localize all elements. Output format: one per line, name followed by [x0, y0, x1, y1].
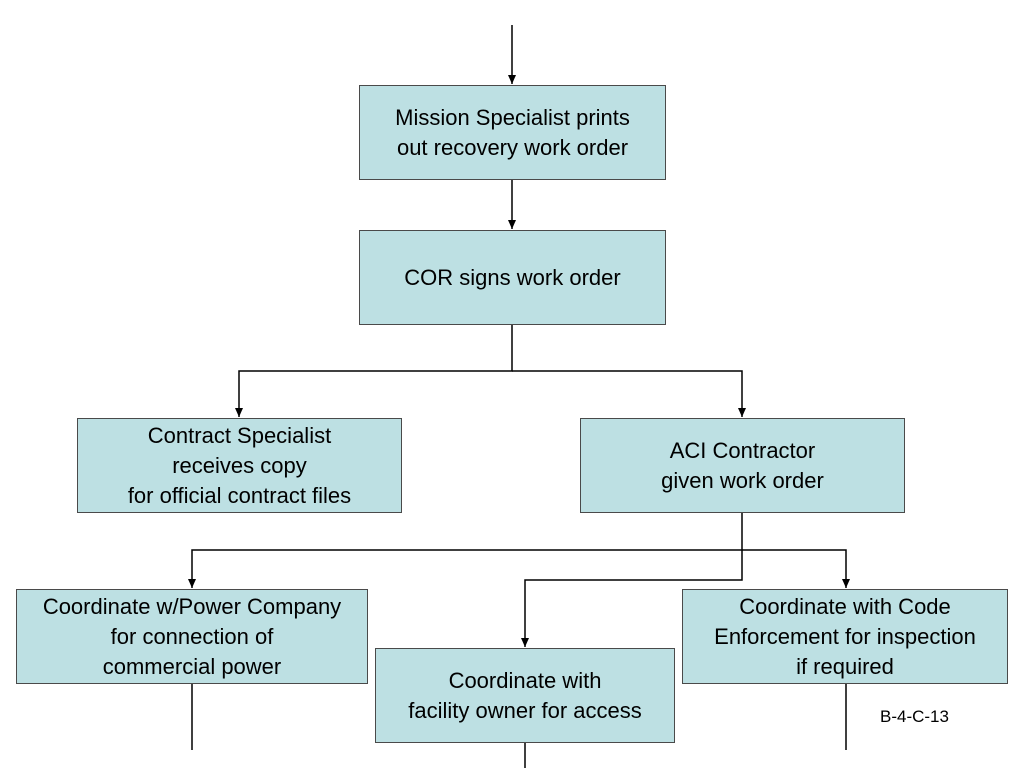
node-aci-contractor: ACI Contractor given work order — [580, 418, 905, 513]
arrow-cor-to-contract — [235, 325, 513, 417]
arrow-cor-to-aci — [512, 370, 746, 417]
node-power-company-label: Coordinate w/Power Company for connectio… — [42, 593, 342, 679]
node-mission-specialist-label: Mission Specialist prints out recovery w… — [395, 104, 630, 160]
node-cor-signs: COR signs work order — [359, 230, 666, 325]
node-facility-owner: Coordinate with facility owner for acces… — [375, 648, 675, 743]
node-facility-owner-label: Coordinate with facility owner for acces… — [408, 667, 642, 723]
arrow-aci-to-facility — [521, 550, 743, 647]
node-contract-specialist-label: Contract Specialist receives copy for of… — [127, 422, 352, 508]
node-power-company: Coordinate w/Power Company for connectio… — [16, 589, 368, 684]
node-aci-contractor-label: ACI Contractor given work order — [661, 437, 824, 493]
arrow-aci-to-code — [742, 549, 850, 588]
node-code-enforcement: Coordinate with Code Enforcement for ins… — [682, 589, 1008, 684]
node-cor-signs-label: COR signs work order — [404, 264, 621, 290]
node-mission-specialist: Mission Specialist prints out recovery w… — [359, 85, 666, 180]
node-contract-specialist: Contract Specialist receives copy for of… — [77, 418, 402, 513]
node-code-enforcement-label: Coordinate with Code Enforcement for ins… — [714, 593, 976, 679]
arrow-aci-to-power — [188, 513, 743, 588]
page-reference: B-4-C-13 — [880, 707, 949, 726]
